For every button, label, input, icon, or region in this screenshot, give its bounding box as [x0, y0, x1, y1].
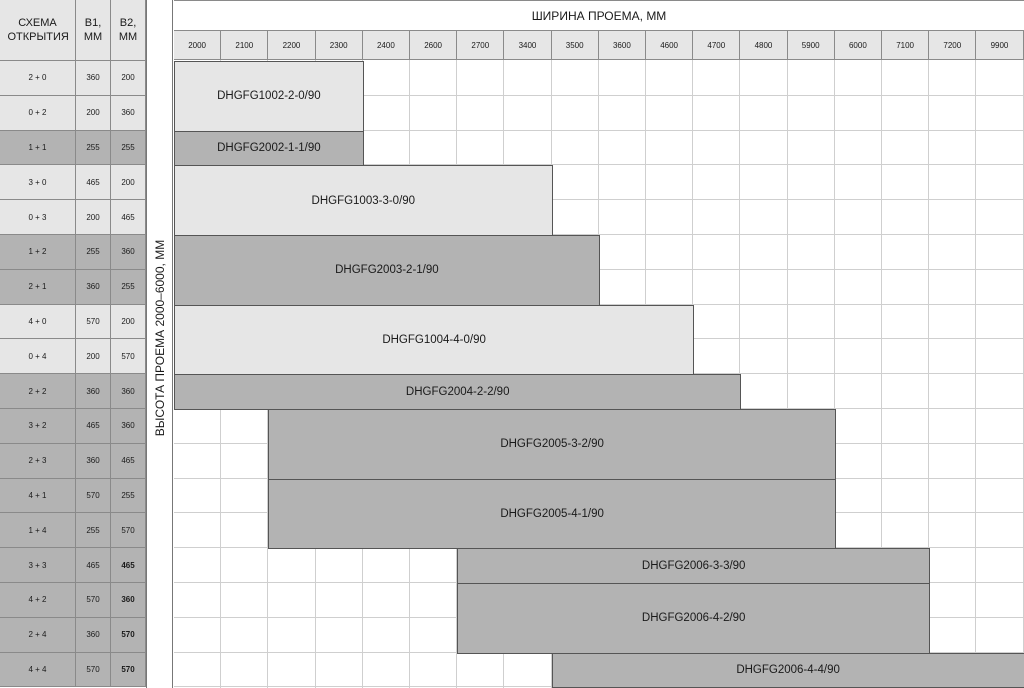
product-bar: DHGFG2005-4-1/90	[268, 478, 836, 550]
table-cell-b2: 360	[111, 95, 146, 131]
table-cell-scheme: 1 + 4	[0, 513, 76, 549]
table-cell-scheme: 2 + 2	[0, 374, 76, 409]
table-cell-scheme: 4 + 2	[0, 583, 76, 618]
width-cell: 2000	[174, 31, 222, 60]
width-cell: 7100	[882, 31, 930, 60]
header-scheme: СХЕМА ОТКРЫТИЯ	[0, 0, 76, 61]
table-cell-scheme: 0 + 2	[0, 95, 76, 131]
table-cell-b2: 200	[111, 61, 146, 96]
product-bar: DHGFG2005-3-2/90	[268, 409, 836, 480]
table-cell-scheme: 4 + 1	[0, 478, 76, 514]
width-cell: 4600	[646, 31, 694, 60]
table-cell-b2: 570	[111, 513, 146, 549]
header-scheme-label: СХЕМА ОТКРЫТИЯ	[7, 17, 69, 43]
width-cell: 3500	[551, 31, 599, 60]
width-cell: 2100	[221, 31, 269, 60]
width-cell: 2300	[315, 31, 363, 60]
table-cell-b2: 570	[111, 339, 146, 375]
table-cell-b2: 570	[111, 617, 146, 653]
table-cell-b1: 465	[76, 409, 111, 444]
width-cell: 2700	[457, 31, 505, 60]
table-cell-b2: 360	[111, 374, 146, 409]
header-b2-label: В2, ММ	[118, 17, 138, 43]
table-cell-scheme: 3 + 3	[0, 548, 76, 583]
product-bar: DHGFG2006-3-3/90	[457, 548, 931, 584]
grid-hline	[174, 129, 1024, 131]
width-cell: 7200	[929, 31, 977, 60]
table-cell-b1: 360	[76, 269, 111, 305]
table-cell-b2: 200	[111, 304, 146, 340]
width-cell: 2200	[268, 31, 316, 60]
table-cell-scheme: 2 + 4	[0, 617, 76, 653]
table-cell-scheme: 3 + 2	[0, 409, 76, 444]
table-cell-scheme: 0 + 4	[0, 339, 76, 375]
table-cell-b2: 255	[111, 478, 146, 514]
table-cell-b1: 360	[76, 61, 111, 96]
table-cell-b2: 360	[111, 583, 146, 618]
width-title: ШИРИНА ПРОЕМА, ММ	[174, 0, 1024, 31]
table-cell-b2: 255	[111, 269, 146, 305]
width-cell: 5900	[787, 31, 835, 60]
height-label: ВЫСОТА ПРОЕМА 2000–6000, ММ	[153, 239, 167, 437]
width-cell: 4800	[740, 31, 788, 60]
product-bar: DHGFG2006-4-2/90	[457, 583, 931, 654]
width-cell: 4700	[693, 31, 741, 60]
table-cell-b1: 465	[76, 548, 111, 583]
product-bar: DHGFG2004-2-2/90	[174, 374, 742, 410]
table-cell-scheme: 0 + 3	[0, 200, 76, 235]
table-cell-scheme: 2 + 1	[0, 269, 76, 305]
width-cell: 6000	[834, 31, 882, 60]
table-cell-b1: 570	[76, 304, 111, 340]
table-cell-scheme: 4 + 0	[0, 304, 76, 340]
product-bar: DHGFG2006-4-4/90	[551, 652, 1024, 688]
table-cell-scheme: 1 + 2	[0, 235, 76, 270]
table-cell-b1: 200	[76, 339, 111, 375]
product-bar: DHGFG1004-4-0/90	[174, 304, 695, 376]
table-cell-b1: 570	[76, 478, 111, 514]
table-cell-b1: 570	[76, 652, 111, 688]
header-b1: В1, ММ	[76, 0, 111, 61]
width-cell: 2400	[362, 31, 410, 60]
table-cell-b2: 360	[111, 409, 146, 444]
table-cell-b1: 360	[76, 374, 111, 409]
table-cell-b1: 255	[76, 513, 111, 549]
table-cell-scheme: 3 + 0	[0, 165, 76, 201]
table-cell-scheme: 2 + 0	[0, 61, 76, 96]
width-cell: 3600	[598, 31, 646, 60]
table-cell-b2: 255	[111, 130, 146, 166]
table-cell-b2: 465	[111, 200, 146, 235]
grid-hline	[174, 234, 1024, 235]
table-cell-b2: 200	[111, 165, 146, 201]
product-bar: DHGFG1002-2-0/90	[174, 61, 364, 132]
table-cell-scheme: 2 + 3	[0, 443, 76, 479]
table-cell-b1: 570	[76, 583, 111, 618]
table-cell-scheme: 4 + 4	[0, 652, 76, 688]
table-cell-b1: 360	[76, 443, 111, 479]
table-cell-b1: 200	[76, 200, 111, 235]
product-bar: DHGFG2002-1-1/90	[174, 130, 364, 167]
table-cell-b1: 465	[76, 165, 111, 201]
product-bar: DHGFG1003-3-0/90	[174, 165, 553, 236]
width-cell: 9900	[976, 31, 1024, 60]
table-cell-b1: 255	[76, 130, 111, 166]
table-cell-b1: 255	[76, 235, 111, 270]
width-cell: 3400	[504, 31, 552, 60]
table-cell-b1: 200	[76, 95, 111, 131]
header-b2: В2, ММ	[111, 0, 146, 61]
grid-hline	[174, 199, 1024, 201]
table-cell-b2: 360	[111, 235, 146, 270]
table-cell-b2: 465	[111, 443, 146, 479]
height-label-column	[146, 0, 173, 688]
grid-hline	[174, 164, 1024, 166]
table-cell-scheme: 1 + 1	[0, 130, 76, 166]
product-bar: DHGFG2003-2-1/90	[174, 235, 600, 306]
width-cell: 2600	[410, 31, 458, 60]
table-cell-b2: 465	[111, 548, 146, 583]
table-cell-b1: 360	[76, 617, 111, 653]
header-b1-label: В1, ММ	[83, 17, 103, 43]
grid-hline	[174, 94, 1024, 96]
table-cell-b2: 570	[111, 652, 146, 688]
